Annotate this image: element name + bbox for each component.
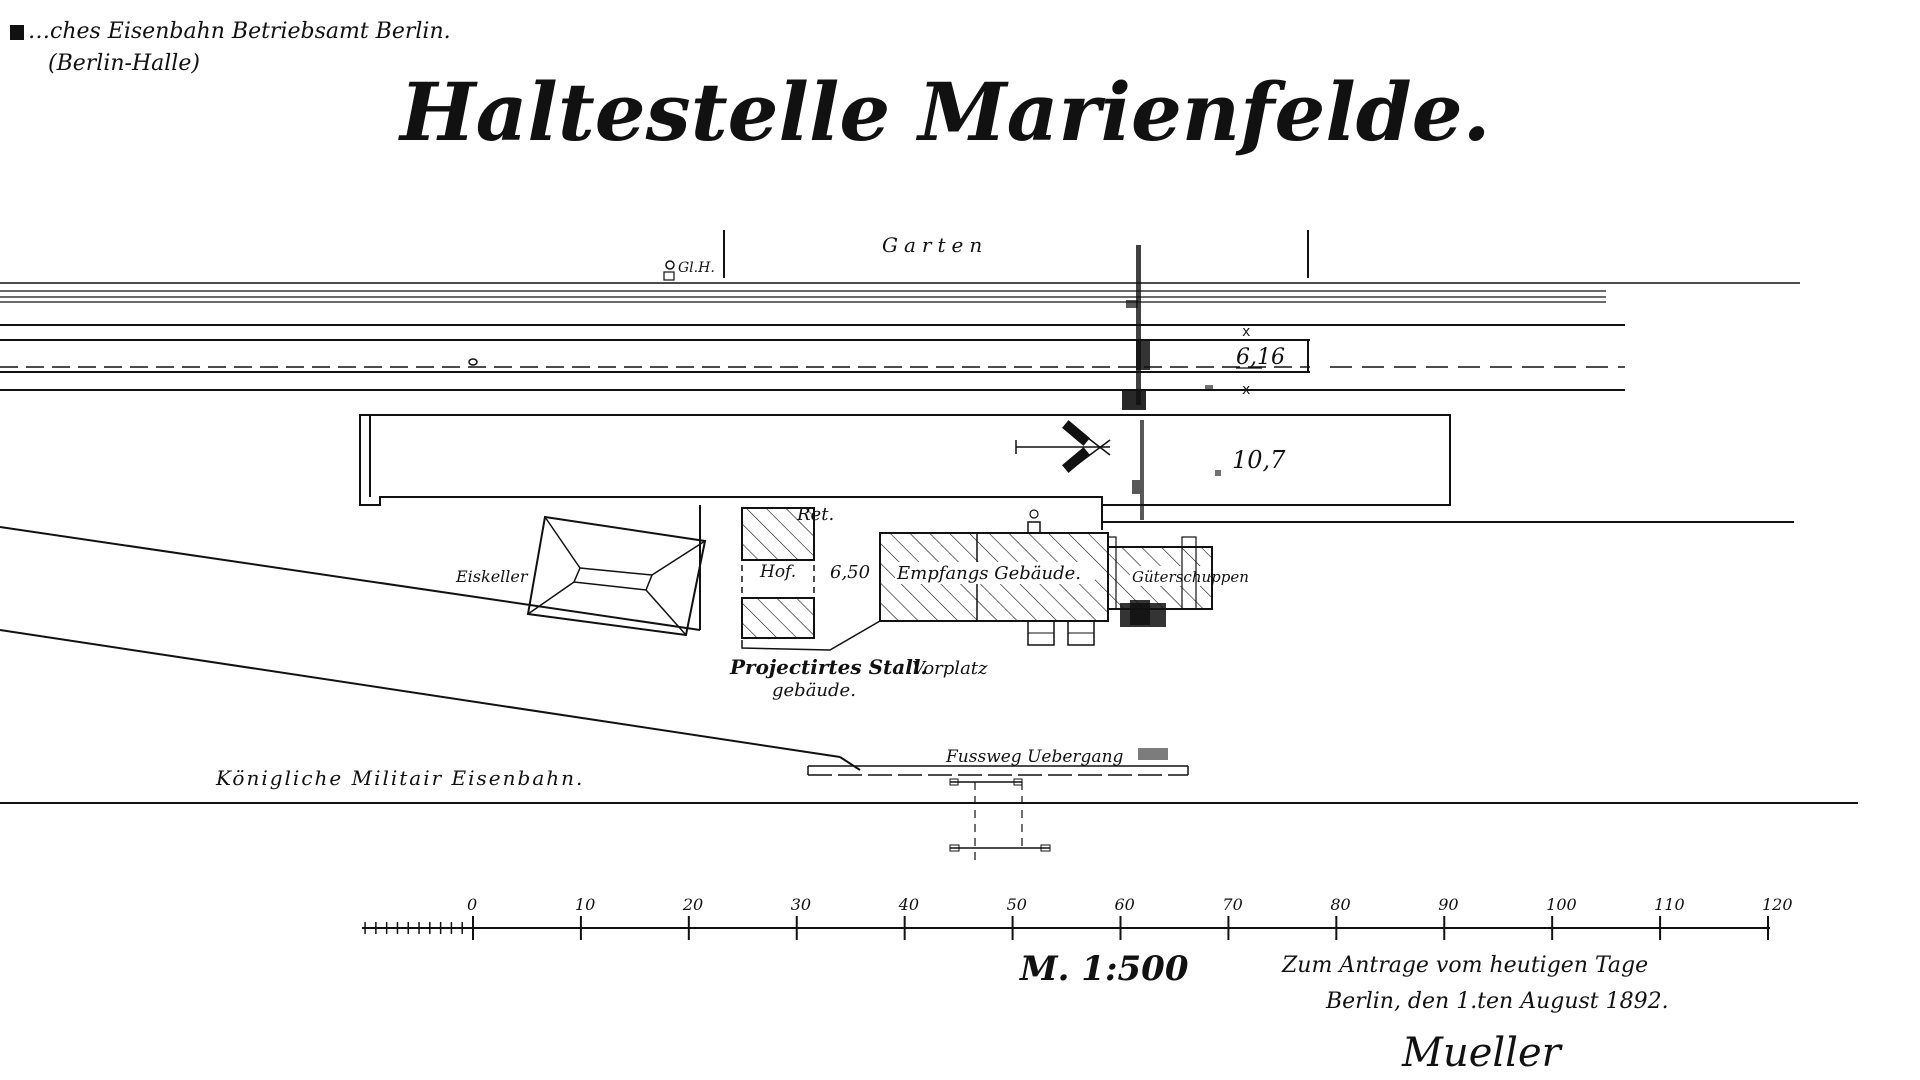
scale-tick-label: 10 <box>575 895 595 914</box>
reception-building-label: Empfangs Gebäude. <box>896 563 1081 584</box>
reception-building-label-bg <box>895 562 1095 584</box>
request-note-line-1: Zum Antrage vom heutigen Tage <box>1281 953 1648 978</box>
dimension-10-7: 10,7 <box>1232 446 1286 474</box>
scale-tick-label: 0 <box>467 895 477 914</box>
entrance-steps <box>1027 620 1095 646</box>
signature: Mueller <box>1401 1030 1564 1076</box>
ink-mark <box>10 25 24 40</box>
forecourt-label: Vorplatz <box>912 658 988 679</box>
goods-shed-ramp-right <box>1181 536 1197 610</box>
footpath-crossing: Fussweg Uebergang <box>807 747 1189 865</box>
svg-text:Eiskeller: Eiskeller <box>455 567 529 586</box>
x-mark-upper: x <box>1242 324 1250 340</box>
plan-title: Haltestelle Marienfelde. <box>398 65 1490 159</box>
stable-label-line-2: gebäude. <box>772 680 856 701</box>
outbuilding-complex: Ret. Hof. <box>741 504 834 639</box>
scale-tick-label: 30 <box>791 895 811 914</box>
request-note-line-2: Berlin, den 1.ten August 1892. <box>1325 989 1669 1014</box>
platform-outline <box>359 414 1451 506</box>
scale-tick-label: 60 <box>1115 895 1135 914</box>
scale-tick-label: 50 <box>1007 895 1027 914</box>
scale-tick-label: 70 <box>1222 895 1242 914</box>
embankment-lines <box>0 505 861 771</box>
scale-tick-label: 100 <box>1546 895 1577 914</box>
dimension-6-16: 6,16 <box>1236 345 1285 370</box>
scale-tick-label: 110 <box>1654 895 1685 914</box>
svg-text:Ret.: Ret. <box>796 504 834 525</box>
goods-shed-ramp-left <box>1107 536 1117 610</box>
svg-text:Gl.H.: Gl.H. <box>678 260 715 276</box>
signal-marker: Gl.H. <box>663 260 715 281</box>
goods-shed-label-bg <box>1130 566 1210 586</box>
scale-tick-label: 120 <box>1762 895 1793 914</box>
military-railway-label: Königliche Militair Eisenbahn. <box>215 766 584 790</box>
scale-tick-label: 80 <box>1330 895 1350 914</box>
office-line-2: (Berlin-Halle) <box>48 51 200 76</box>
footpath-ink <box>1138 748 1168 760</box>
x-mark-lower: x <box>1242 382 1250 398</box>
stable-label-line-1: Projectirtes Stall. <box>729 655 927 679</box>
scale-tick-label: 40 <box>898 895 919 914</box>
signal-symbol <box>1015 420 1111 473</box>
goods-shed-ink <box>1120 603 1166 627</box>
main-tracks <box>0 282 1800 391</box>
scale-tick-label: 90 <box>1438 895 1458 914</box>
scale-bar: 0 10 20 30 40 50 60 70 80 90 100 110 120 <box>362 895 1793 940</box>
goods-shed-label: Güterschuppen <box>1132 568 1249 586</box>
chimney-icon <box>1027 509 1041 534</box>
svg-text:Hof.: Hof. <box>759 562 796 582</box>
scale-tick-label: 20 <box>682 895 703 914</box>
forecourt-path <box>741 620 881 651</box>
office-line-1: …ches Eisenbahn Betriebsamt Berlin. <box>28 19 451 44</box>
svg-text:Fussweg Uebergang: Fussweg Uebergang <box>945 747 1124 767</box>
ice-cellar: Eiskeller <box>455 515 707 637</box>
garden-label: Garten <box>882 233 988 257</box>
dimension-6-50: 6,50 <box>830 562 870 583</box>
scale-ratio: M. 1:500 <box>1019 949 1189 989</box>
